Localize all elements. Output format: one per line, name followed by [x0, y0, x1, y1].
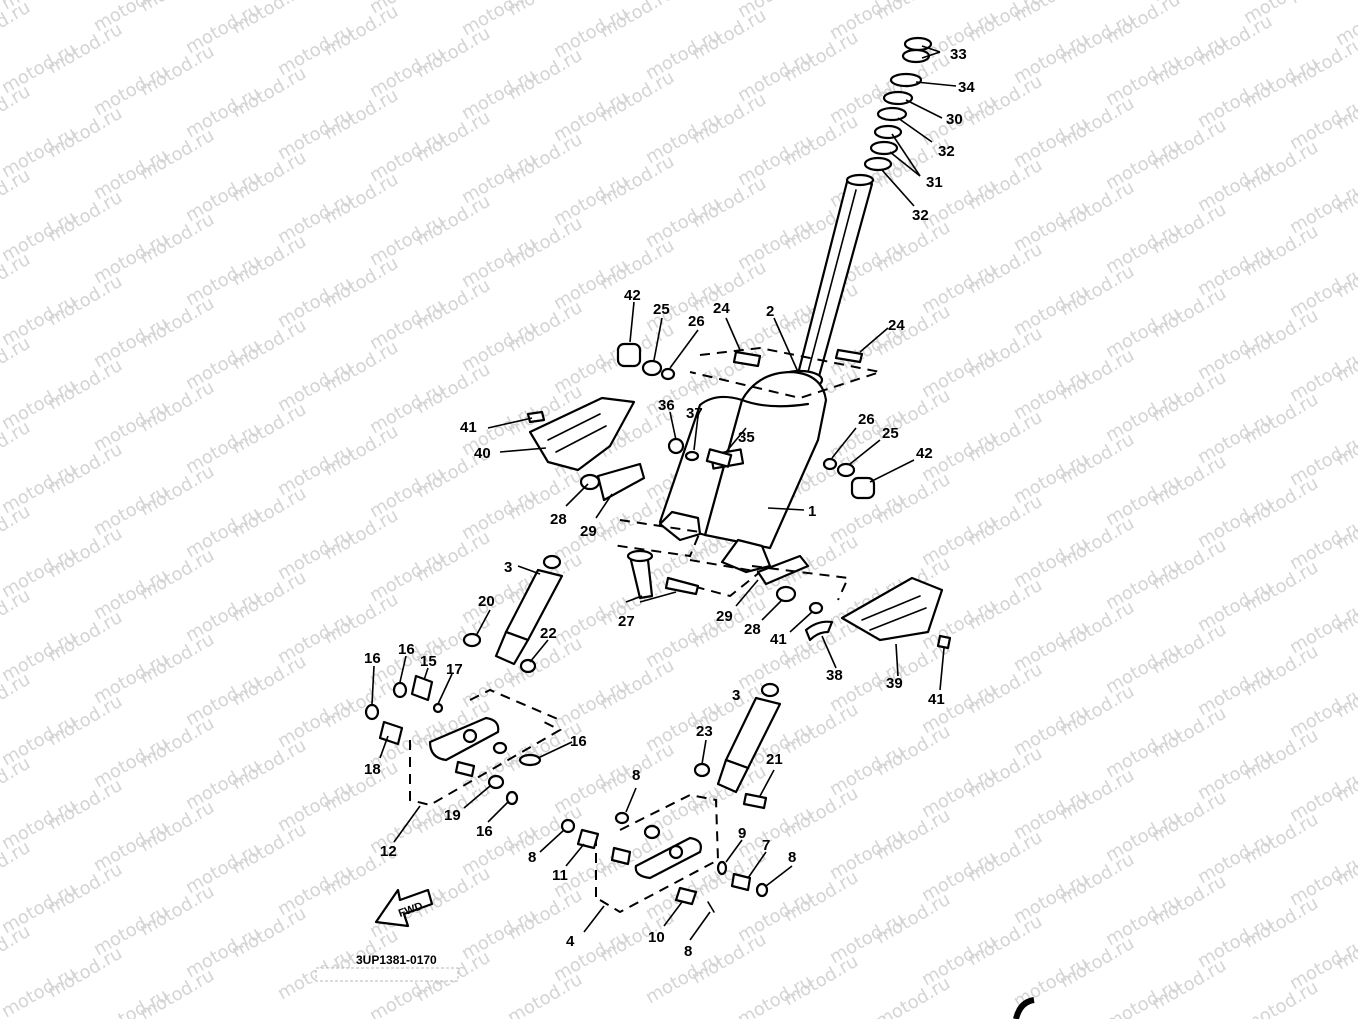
callout-16-c: 16 — [570, 733, 587, 750]
callout-41-right: 41 — [928, 691, 945, 708]
callout-16-b: 16 — [398, 641, 415, 658]
callout-28: 28 — [550, 511, 567, 528]
callout-29-right: 29 — [716, 608, 733, 625]
callout-8-a: 8 — [632, 767, 640, 784]
callout-2: 2 — [766, 303, 774, 320]
watermark-text: motod.ru — [504, 969, 586, 1019]
callout-19: 19 — [444, 807, 461, 824]
bolts-and-bushings — [616, 342, 876, 500]
watermark-text: motod.ru — [734, 971, 816, 1019]
callout-18: 18 — [364, 761, 381, 778]
callout-1: 1 — [808, 503, 816, 520]
callout-32-lower: 32 — [912, 207, 929, 224]
callout-24: 24 — [713, 300, 730, 317]
watermark-text: motod.ru — [1240, 977, 1322, 1019]
callout-8-b: 8 — [528, 849, 536, 866]
callout-37: 37 — [686, 405, 703, 422]
callout-22: 22 — [540, 625, 557, 642]
stem-washers — [863, 36, 933, 172]
watermark-text: motod.ru — [872, 973, 954, 1019]
callout-numbers: 33 34 30 32 31 32 42 25 26 24 2 24 41 40… — [364, 46, 975, 960]
callout-41-mid: 41 — [770, 631, 787, 648]
callout-15: 15 — [420, 653, 437, 670]
callout-32: 32 — [938, 143, 955, 160]
callout-26: 26 — [688, 313, 705, 330]
callout-3: 3 — [504, 559, 512, 576]
callout-35: 35 — [738, 429, 755, 446]
callout-8-c: 8 — [684, 943, 692, 960]
steering-frame — [611, 346, 884, 598]
callout-42: 42 — [624, 287, 641, 304]
callout-30: 30 — [946, 111, 963, 128]
callout-20: 20 — [478, 593, 495, 610]
callout-33: 33 — [950, 46, 967, 63]
callout-23: 23 — [696, 723, 713, 740]
callout-27: 27 — [618, 613, 635, 630]
callout-11: 11 — [552, 867, 568, 884]
link-assembly-lower — [560, 793, 769, 914]
callout-31: 31 — [926, 174, 943, 191]
callout-28-right: 28 — [744, 621, 761, 638]
callout-24-right: 24 — [888, 317, 905, 334]
callout-16-d: 16 — [476, 823, 493, 840]
callout-25-right: 25 — [882, 425, 899, 442]
callout-42-right: 42 — [916, 445, 933, 462]
right-footrest-bracket — [751, 554, 952, 650]
callout-7: 7 — [762, 837, 770, 854]
callout-25: 25 — [653, 301, 670, 318]
watermark-text: motod.ru — [1102, 975, 1184, 1019]
leader-lines — [371, 45, 957, 941]
callout-4: 4 — [566, 933, 575, 950]
watermark-text: motod.ru — [0, 0, 34, 56]
watermark-text: motod.ru — [918, 0, 1000, 4]
bolts-27 — [626, 549, 700, 600]
callout-3-lower: 3 — [732, 687, 740, 704]
callout-38: 38 — [826, 667, 843, 684]
callout-16-a: 16 — [364, 650, 381, 667]
callout-12: 12 — [380, 843, 397, 860]
shock-absorber-upper — [462, 554, 564, 674]
callout-17: 17 — [446, 661, 463, 678]
diagram-code: 3UP1381-0170 — [356, 953, 437, 967]
callout-41: 41 — [460, 419, 477, 436]
link-assembly-upper — [364, 674, 563, 807]
callout-21: 21 — [766, 751, 783, 768]
callout-40: 40 — [474, 445, 491, 462]
callout-26-right: 26 — [858, 411, 875, 428]
callout-10: 10 — [648, 929, 665, 946]
callout-29: 29 — [580, 523, 597, 540]
callout-34: 34 — [958, 79, 975, 96]
scrap-marks — [315, 967, 1035, 1019]
callout-8-d: 8 — [788, 849, 796, 866]
callout-9: 9 — [738, 825, 746, 842]
shock-absorber-lower — [693, 682, 782, 810]
fwd-arrow-icon: FWD — [374, 888, 434, 928]
callout-36: 36 — [658, 397, 675, 414]
callout-39: 39 — [886, 675, 903, 692]
watermark-text: motod.ru — [780, 0, 862, 2]
